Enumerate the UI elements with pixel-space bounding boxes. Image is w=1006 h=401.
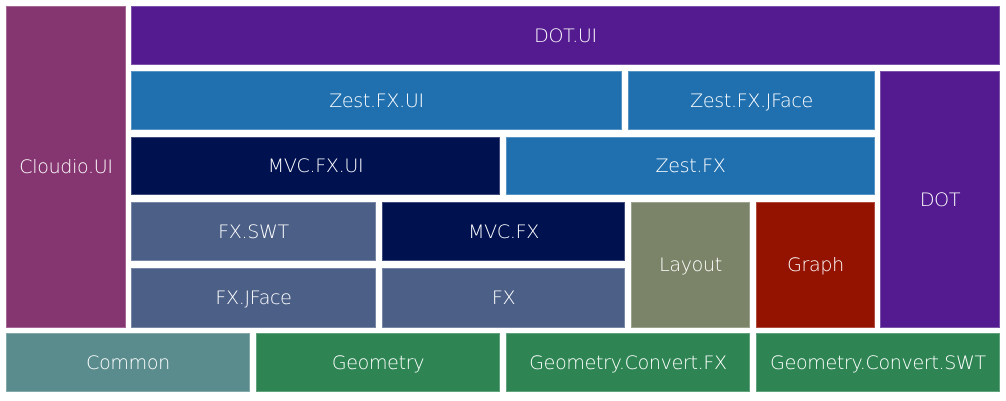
- block-zest-fx-jface: Zest.FX.JFace: [628, 71, 875, 130]
- block-label: FX.SWT: [218, 220, 289, 243]
- block-common: Common: [6, 333, 250, 392]
- block-fx-jface: FX.JFace: [131, 268, 376, 328]
- block-label: Layout: [659, 254, 722, 276]
- block-label: Common: [86, 351, 170, 374]
- block-graph: Graph: [756, 202, 875, 328]
- block-zest-fx-ui: Zest.FX.UI: [131, 71, 622, 130]
- block-label: Zest.FX: [655, 155, 726, 177]
- block-fx: FX: [382, 268, 625, 328]
- block-geometry-convert-swt: Geometry.Convert.SWT: [756, 333, 1000, 392]
- block-label: MVC.FX: [468, 220, 539, 243]
- block-label: Zest.FX.JFace: [690, 89, 813, 112]
- block-mvc-fx: MVC.FX: [382, 202, 625, 261]
- block-geometry: Geometry: [256, 333, 500, 392]
- block-label: DOT: [919, 188, 961, 211]
- block-label: FX.JFace: [215, 287, 292, 309]
- block-label: Geometry.Convert.SWT: [770, 351, 986, 374]
- block-label: Graph: [787, 254, 844, 276]
- block-dot-ui: DOT.UI: [131, 6, 1000, 65]
- block-label: DOT.UI: [534, 24, 597, 47]
- block-cloudio-ui: Cloudio.UI: [6, 6, 126, 328]
- block-label: MVC.FX.UI: [267, 155, 364, 177]
- block-label: FX: [491, 287, 516, 309]
- block-fx-swt: FX.SWT: [131, 202, 376, 261]
- block-layout: Layout: [631, 202, 750, 328]
- block-dot: DOT: [880, 71, 1000, 328]
- block-label: Geometry: [331, 351, 425, 374]
- block-geometry-convert-fx: Geometry.Convert.FX: [506, 333, 750, 392]
- block-mvc-fx-ui: MVC.FX.UI: [131, 137, 500, 195]
- block-label: Geometry.Convert.FX: [529, 351, 727, 374]
- block-label: Cloudio.UI: [19, 156, 113, 178]
- block-label: Zest.FX.UI: [329, 89, 424, 112]
- block-zest-fx: Zest.FX: [506, 137, 875, 195]
